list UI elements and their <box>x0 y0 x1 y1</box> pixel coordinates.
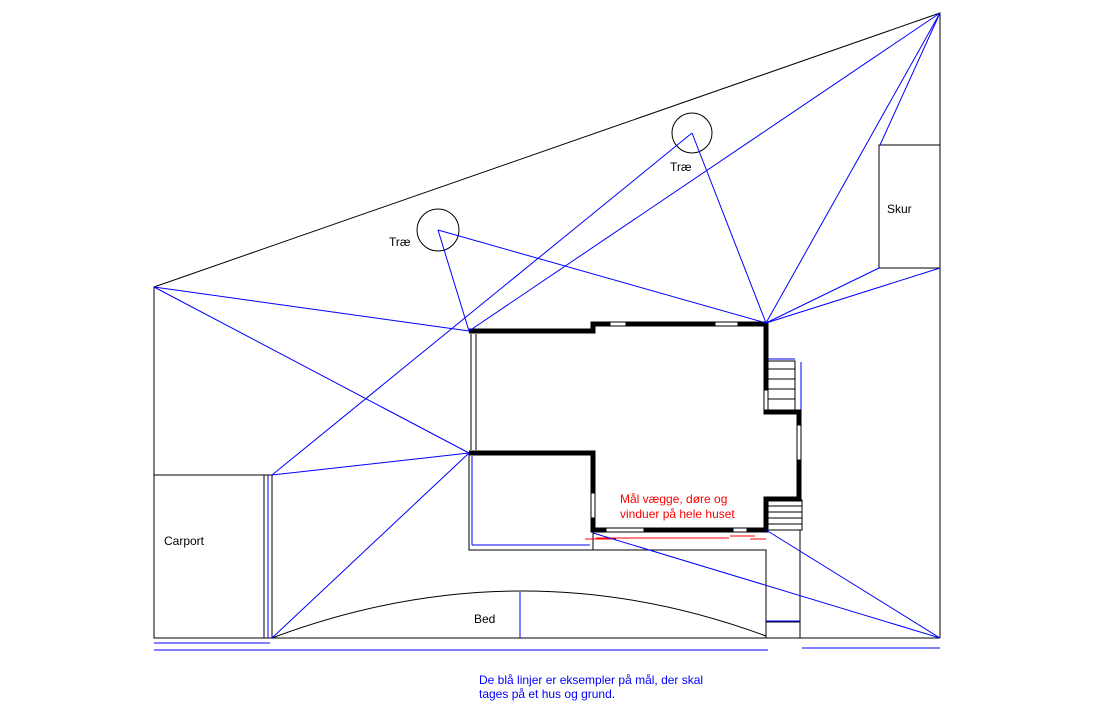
carport <box>153 474 265 639</box>
bed-label: Bed <box>474 612 496 626</box>
windows <box>470 321 802 533</box>
tree-2-label: Træ <box>670 160 692 174</box>
lot-boundary <box>153 12 941 639</box>
footer-note-line2: tages på et hus og grund. <box>479 687 616 701</box>
tree-1 <box>416 208 460 252</box>
bed <box>271 590 767 639</box>
tree-1-label: Træ <box>389 235 411 249</box>
shed <box>878 144 941 269</box>
footer-note: De blå linjer er eksempler på mål, der s… <box>479 673 703 701</box>
house-note-line1: Mål vægge, døre og <box>620 492 728 506</box>
carport-label: Carport <box>164 534 205 548</box>
wall-measure-line <box>585 535 766 540</box>
house-note: Mål vægge, døre og vinduer på hele huset <box>620 492 735 522</box>
house-note-line2: vinduer på hele huset <box>620 507 735 521</box>
measure-lines <box>153 12 941 651</box>
stairs-lower <box>765 499 803 531</box>
footer-note-line1: De blå linjer er eksempler på mål, der s… <box>479 673 704 687</box>
shed-label: Skur <box>887 202 912 216</box>
stairs-upper <box>765 360 796 413</box>
tree-2 <box>671 112 713 154</box>
